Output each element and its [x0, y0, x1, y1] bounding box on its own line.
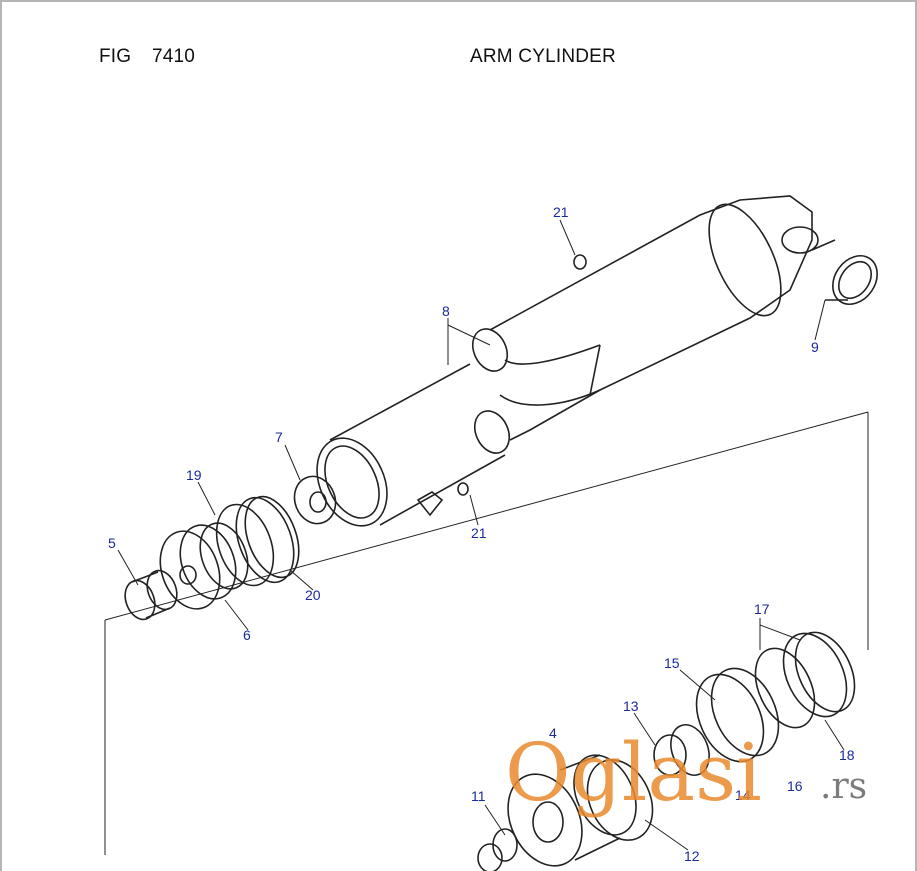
callout-7: 7 — [275, 429, 283, 445]
callout-11: 11 — [471, 788, 486, 804]
callout-13: 13 — [623, 698, 639, 714]
callout-21-top: 21 — [553, 204, 569, 220]
sleeve-part-5 — [124, 569, 178, 621]
oring-part-21 — [457, 254, 587, 496]
detail-box-outline — [104, 411, 869, 855]
cylinder-barrel — [489, 195, 819, 441]
diagram-title: ARM CYLINDER — [470, 46, 616, 67]
callout-16: 16 — [787, 778, 803, 794]
nut-part-7 — [293, 475, 337, 525]
callout-8: 8 — [442, 303, 450, 319]
figure-number: 7410 — [152, 46, 196, 67]
callout-4: 4 — [549, 725, 557, 741]
callout-20: 20 — [305, 587, 321, 603]
watermark-logo: Oglasi .rs — [505, 726, 867, 819]
callout-5: 5 — [108, 535, 116, 551]
tube-section — [316, 328, 511, 527]
seal-rings-11-12 — [477, 759, 654, 871]
piston-part-6 — [159, 522, 249, 610]
callout-6: 6 — [243, 627, 251, 643]
seal-rings-19-20 — [215, 495, 300, 587]
seal-rings-13-14 — [653, 724, 710, 776]
callout-15: 15 — [664, 655, 680, 671]
callout-12: 12 — [684, 848, 700, 864]
bushing-part-9 — [811, 239, 878, 305]
seal-rings-15-16 — [695, 667, 780, 763]
callout-18: 18 — [839, 747, 855, 763]
callout-21-bottom: 21 — [471, 525, 487, 541]
callout-14: 14 — [735, 787, 751, 803]
seal-rings-17-18 — [754, 631, 856, 729]
callout-9: 9 — [811, 339, 819, 355]
gland-part-4 — [507, 754, 637, 867]
watermark-tld: .rs — [820, 766, 867, 807]
figure-label: FIG — [99, 46, 132, 67]
leader-lines — [117, 219, 845, 851]
callout-19: 19 — [186, 467, 202, 483]
callout-17: 17 — [754, 601, 770, 617]
watermark-brand: Oglasi — [505, 726, 762, 819]
